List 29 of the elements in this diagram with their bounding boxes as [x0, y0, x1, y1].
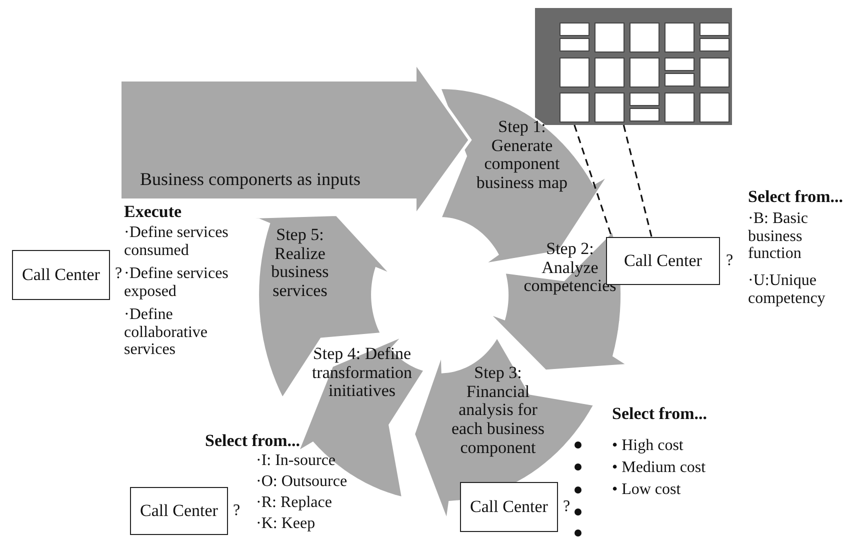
list-item: • High cost [612, 437, 684, 455]
arrow-label: Business componerts as inputs [140, 170, 362, 190]
list-item: ·K: Keep [256, 515, 316, 533]
question-mark: ? [726, 252, 734, 270]
list-item: ·Define services exposed [124, 265, 230, 300]
list-item: • Low cost [612, 481, 682, 499]
list-item: ·B: Basic business function [748, 210, 809, 263]
list-item: ·R: Replace [256, 494, 333, 512]
list-heading: Execute [124, 203, 183, 222]
list-item: ·U:Unique competency [748, 272, 826, 308]
label-box: Call Center [460, 482, 558, 532]
list-item: • Medium cost [612, 459, 707, 477]
label-box: Call Center [12, 250, 110, 300]
list-heading: Select from... [205, 432, 302, 451]
list-item: ·O: Outsource [256, 473, 348, 491]
label-box: Call Center [606, 237, 720, 285]
question-mark: ? [233, 502, 242, 520]
list-item: ·I: In-source [256, 452, 337, 470]
list-item: ·Define collaborative services [124, 306, 209, 359]
list-item: ·Define services consumed [124, 224, 230, 260]
dashed-line [622, 124, 652, 238]
step-label: Step 1: Generate component business map [475, 118, 569, 193]
list-heading: Select from... [748, 188, 844, 207]
dashed-line [574, 124, 612, 238]
question-mark: ? [115, 265, 124, 283]
label-box: Call Center [130, 487, 228, 535]
step-label: Step 5: Realize business services [270, 226, 330, 301]
list-heading: Select from... [612, 405, 708, 424]
question-mark: ? [563, 498, 572, 516]
